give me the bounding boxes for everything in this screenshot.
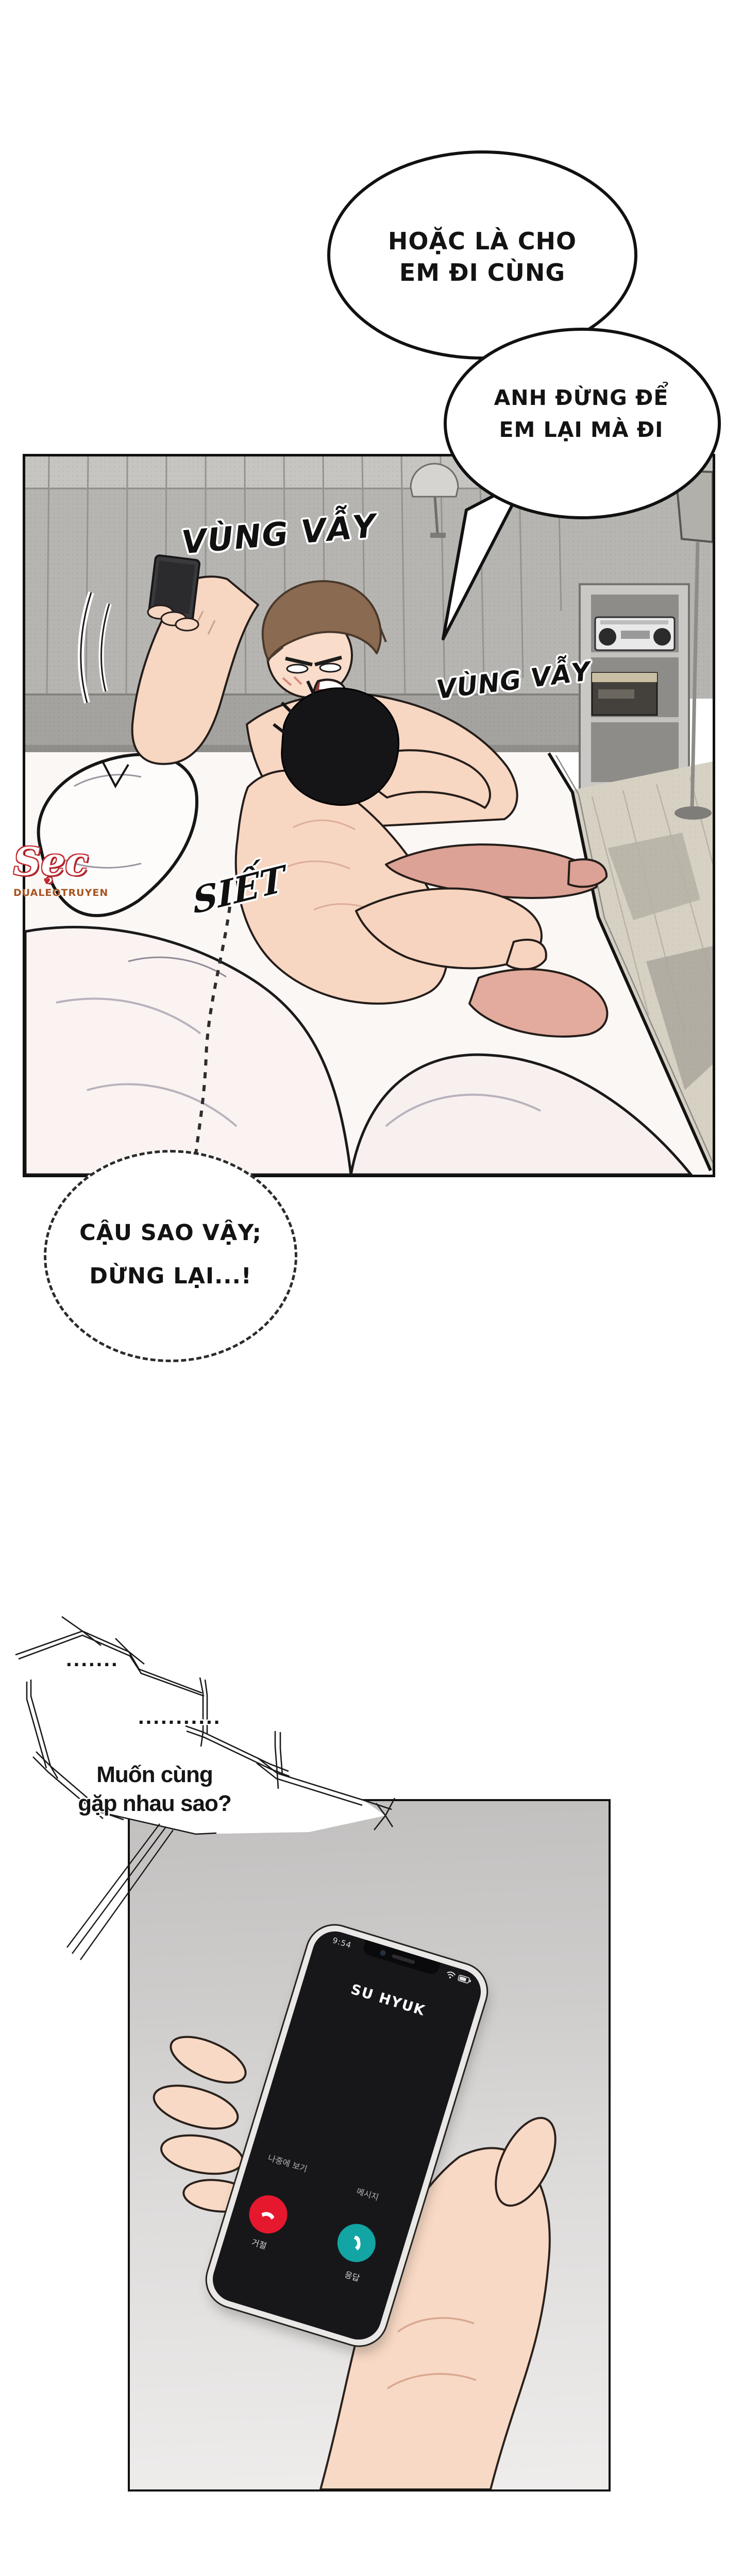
speech-line: EM LẠI MÀ ĐI	[499, 417, 664, 442]
speaker-box	[591, 672, 658, 716]
brown-hair	[261, 580, 382, 662]
whisper-bubble	[44, 1150, 297, 1362]
static-bubble	[15, 1616, 396, 1960]
accept-call-icon	[353, 2235, 361, 2250]
static-bubble-line-1: Muốn cùng	[96, 1762, 213, 1787]
battery-icon	[458, 1974, 471, 1984]
remind-later-label[interactable]: 나중에 보기	[266, 2153, 309, 2174]
legs	[355, 843, 609, 1038]
bubble-2-shape	[444, 328, 721, 519]
speech-line: DỪNG LẠI...!	[89, 1263, 252, 1289]
heart-icon: ♥	[43, 876, 51, 886]
accept-label: 응답	[343, 2269, 361, 2283]
accept-call-button[interactable]	[332, 2219, 381, 2267]
watermark-logo: Sẹc	[13, 840, 89, 884]
hand-illustration	[153, 2036, 556, 2489]
decline-label: 거절	[250, 2237, 268, 2251]
angry-brows	[285, 655, 342, 667]
speech-line: ANH ĐỪNG ĐỂ	[494, 385, 669, 410]
shelf-unit	[579, 583, 690, 793]
static-bubble-line-2: gặp nhau sao?	[78, 1791, 231, 1816]
speech-bubble-1: HOẶC LÀ CHO EM ĐI CÙNG	[343, 226, 621, 288]
static-bubble-dots-2: ...........	[138, 1704, 222, 1728]
static-bubble-dots-1: .......	[66, 1647, 119, 1671]
speech-line: EM ĐI CÙNG	[399, 258, 566, 286]
watermark: Sẹc ♥ DUALEOTRUYEN	[13, 840, 127, 899]
panel-bedroom	[23, 454, 715, 1177]
wall-lamp-icon	[410, 463, 459, 538]
phone-screen: 9:54 SU HYUK	[207, 1925, 486, 2346]
blanket	[25, 926, 693, 1175]
holding-hand	[153, 2036, 556, 2489]
wifi-icon	[447, 1971, 456, 1979]
speech-line: CẬU SAO VẬY;	[79, 1220, 262, 1246]
speech-line: HOẶC LÀ CHO	[387, 227, 577, 255]
message-label[interactable]: 메시지	[355, 2186, 380, 2202]
smartphone: 9:54 SU HYUK	[200, 1919, 494, 2352]
decline-call-icon	[261, 2212, 275, 2220]
status-icons	[445, 1970, 472, 1985]
top-speech-bubbles	[327, 150, 721, 640]
bedroom-illustration	[25, 456, 713, 1175]
motion-lines	[77, 591, 112, 704]
boombox-radio	[594, 616, 676, 651]
pillow	[37, 753, 198, 917]
whisper-bubble-text: CẬU SAO VẬY; DỪNG LẠI...!	[54, 1212, 287, 1298]
panel-incoming-call: 9:54 SU HYUK	[128, 1799, 611, 2492]
decline-call-button[interactable]	[244, 2190, 292, 2239]
black-hair	[281, 687, 400, 806]
speech-bubble-2: ANH ĐỪNG ĐỂ EM LẠI MÀ ĐI	[462, 382, 701, 446]
watermark-site: DUALEOTRUYEN	[13, 887, 109, 899]
floor	[570, 761, 713, 1173]
floor-lamp-icon	[674, 469, 713, 820]
dashed-connector-line	[194, 906, 231, 1155]
